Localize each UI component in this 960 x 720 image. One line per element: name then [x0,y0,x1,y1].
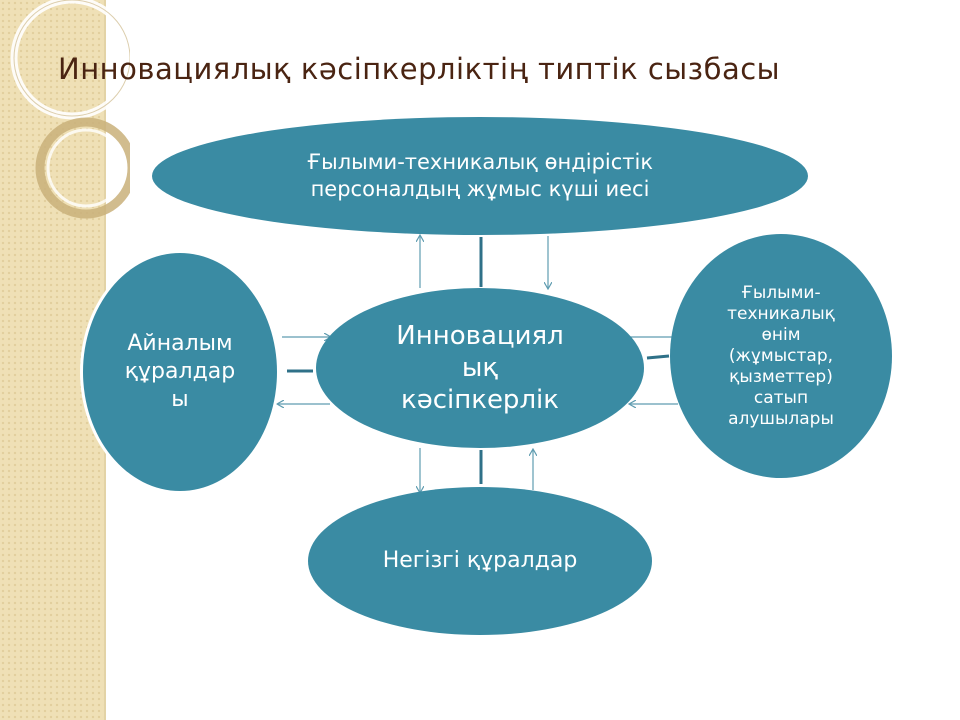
node-label: Ғылыми-техникалық өндірістік персоналдың… [306,150,654,201]
node-label: Ғылыми- техникалық өнім (жұмыстар, қызме… [727,282,835,429]
connector-right [646,354,670,360]
node-scientific-personnel: Ғылыми-техникалық өндірістік персоналдың… [152,117,808,235]
node-label: Негізгі құралдар [382,548,578,573]
node-innovative-entrepreneurship: Инновациял ық кәсіпкерлік [316,288,644,448]
node-product-buyers: Ғылыми- техникалық өнім (жұмыстар, қызме… [670,234,892,478]
node-label: Инновациял ық кәсіпкерлік [396,321,564,415]
node-working-capital: Айналым құралдар ы [80,250,280,494]
decorative-rings [10,0,130,219]
node-label: Айналым құралдар ы [124,331,236,412]
slide-title: Инновациялық кәсіпкерліктің типтік сызба… [58,52,781,86]
node-fixed-assets: Негізгі құралдар [308,487,652,635]
